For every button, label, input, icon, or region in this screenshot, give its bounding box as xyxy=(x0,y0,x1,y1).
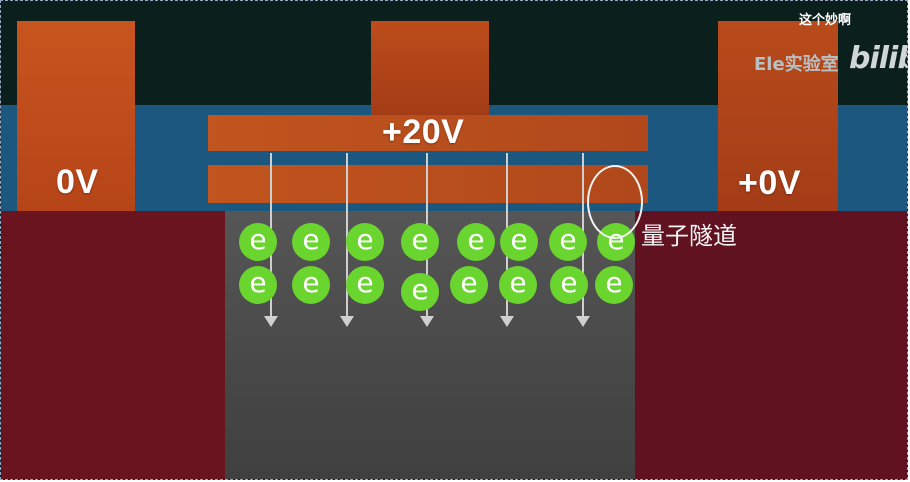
substrate-left xyxy=(1,211,225,479)
gate-voltage-label: +20V xyxy=(382,113,465,151)
gate-terminal xyxy=(371,21,489,117)
bilibili-logo: bilibili xyxy=(849,41,907,76)
tunnel-highlight-ellipse xyxy=(587,165,643,239)
electron: e xyxy=(346,223,384,261)
electron: e xyxy=(401,273,439,311)
electron: e xyxy=(450,266,488,304)
electron: e xyxy=(292,266,330,304)
gate-plate-lower xyxy=(208,165,648,203)
electron: e xyxy=(457,223,495,261)
electron: e xyxy=(239,266,277,304)
substrate-right xyxy=(635,211,907,479)
electron: e xyxy=(239,223,277,261)
electron: e xyxy=(292,223,330,261)
gate-plate-upper xyxy=(208,115,648,151)
electron: e xyxy=(549,223,587,261)
electron: e xyxy=(500,223,538,261)
electron: e xyxy=(401,223,439,261)
source-voltage-label: 0V xyxy=(56,163,99,201)
electron: e xyxy=(550,266,588,304)
channel-watermark: Ele实验室 xyxy=(754,54,839,75)
source-terminal xyxy=(17,21,135,213)
danmaku-comment: 这个妙啊 xyxy=(798,13,851,28)
drain-voltage-label: +0V xyxy=(738,164,801,202)
electron: e xyxy=(595,266,633,304)
electron: e xyxy=(346,266,384,304)
tunnel-label: 量子隧道 xyxy=(641,222,737,250)
electron: e xyxy=(499,266,537,304)
drain-terminal xyxy=(718,21,838,213)
